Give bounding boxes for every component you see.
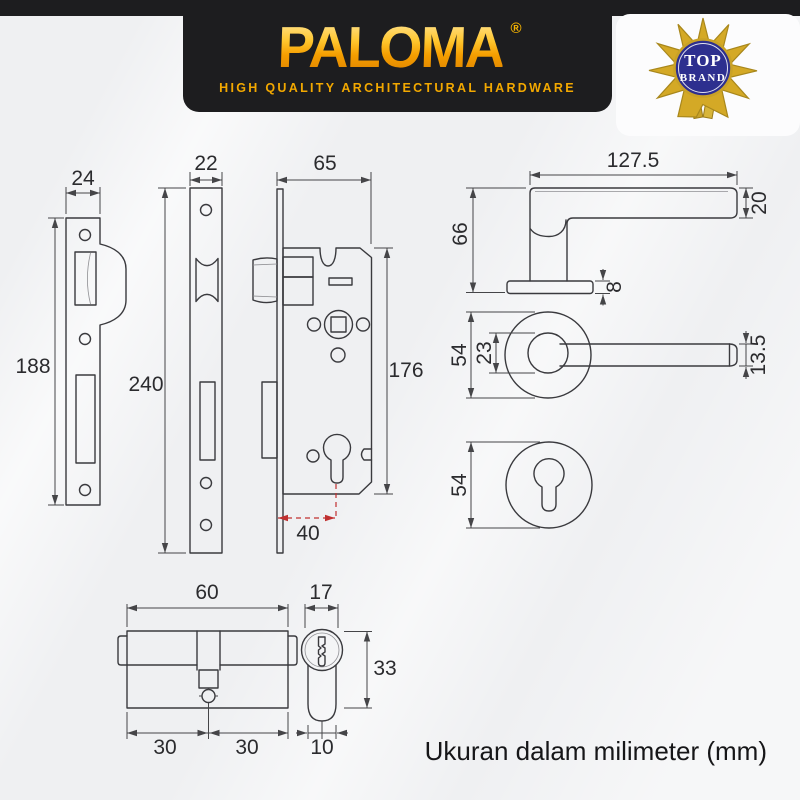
top-brand-badge-icon: TOP BRAND	[648, 17, 758, 120]
handle-side-drawing: 127.5 20 66 8	[449, 149, 771, 306]
dim-backset: 40	[296, 522, 319, 545]
dim-cylinder-height: 33	[373, 657, 396, 680]
handle-front-drawing: 54 23 13.5	[448, 311, 770, 399]
cylinder-side-drawing: 60 30 30	[117, 581, 298, 759]
dim-rose-diameter: 54	[448, 343, 471, 367]
badge-circle	[673, 38, 733, 98]
brand-name: PALOMA	[277, 15, 505, 80]
brand-banner: PALOMA ® HIGH QUALITY ARCHITECTURAL HARD…	[183, 0, 612, 112]
lock-body-drawing: 22 65 240 176 40	[128, 152, 424, 554]
strike-plate-drawing: 24 188	[15, 167, 127, 506]
dim-flag-width: 10	[310, 736, 333, 759]
dim-collar-diameter: 23	[473, 341, 496, 364]
badge-text-top: TOP	[684, 51, 722, 70]
dim-rose-thickness: 8	[603, 281, 626, 293]
dim-strike-width: 24	[71, 167, 95, 190]
dim-handle-total-height: 66	[449, 222, 472, 245]
dim-strike-height: 188	[15, 355, 50, 378]
dim-case-depth: 65	[313, 152, 336, 175]
cylinder-front-drawing: 17 33 10	[296, 581, 397, 759]
dim-cylinder-half-right: 30	[235, 736, 258, 759]
dim-lever-height: 20	[748, 191, 771, 214]
badge-text-brand: BRAND	[680, 72, 727, 84]
brand-logo: PALOMA ®	[273, 15, 522, 80]
brand-tagline: HIGH QUALITY ARCHITECTURAL HARDWARE	[219, 81, 576, 95]
badge-inner-ring	[678, 43, 728, 93]
dim-cylinder-length: 60	[195, 581, 218, 604]
dim-lever-thickness: 13.5	[747, 335, 770, 376]
dim-cylinder-half-left: 30	[153, 736, 176, 759]
dim-escutcheon-diameter: 54	[448, 473, 471, 497]
dim-case-height: 176	[388, 359, 423, 382]
escutcheon-drawing: 54	[448, 441, 593, 529]
units-note: Ukuran dalam milimeter (mm)	[424, 736, 767, 766]
registered-mark: ®	[510, 20, 522, 37]
dim-faceplate-width: 22	[194, 152, 217, 175]
dim-lever-length: 127.5	[607, 149, 660, 172]
dim-faceplate-height: 240	[128, 373, 163, 396]
dim-cylinder-width: 17	[309, 581, 332, 604]
